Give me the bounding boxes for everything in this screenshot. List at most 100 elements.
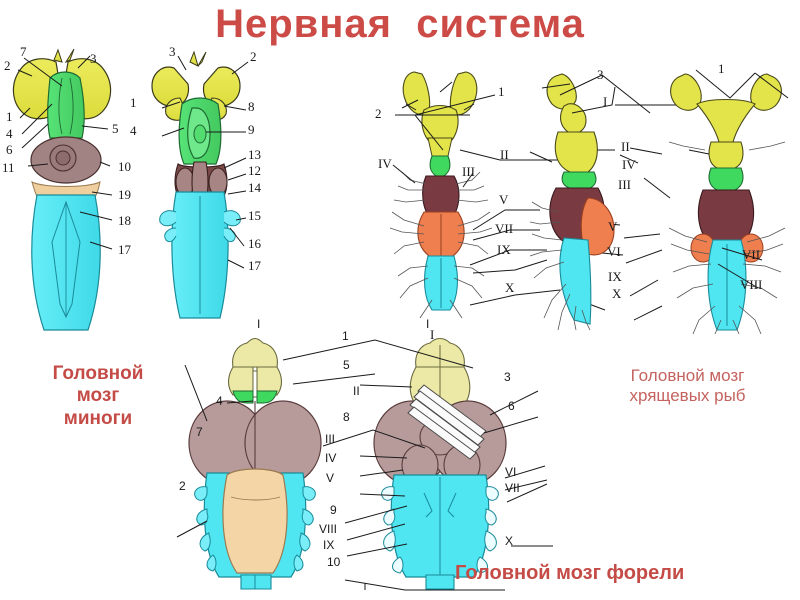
figure-trout-connectors	[226, 339, 553, 591]
label-cartilaginous-2: 2	[375, 106, 382, 121]
label-trout-V: V	[326, 471, 335, 485]
leader-II	[459, 149, 560, 161]
label-cartilaginous3-1: 1	[718, 61, 725, 76]
figure-cartilaginous-1	[389, 71, 493, 319]
label-cartilaginous2-IV: IV	[622, 157, 636, 172]
leader-V	[359, 493, 406, 497]
leader-IX	[346, 543, 408, 557]
label-lamprey-ventral-16: 16	[248, 236, 261, 251]
nerve-roots	[381, 486, 499, 574]
leader-8	[223, 105, 247, 111]
leader-3	[77, 55, 91, 69]
figure-trout-ventral	[359, 337, 539, 590]
nerve-roots	[194, 486, 316, 572]
label-lamprey-dorsal-7: 7	[20, 44, 27, 59]
leader-5	[81, 125, 109, 130]
leader-14	[227, 190, 247, 195]
label-cartilaginous3-VII: VII	[742, 247, 761, 262]
label-cartilaginous3-VIII: VIII	[740, 277, 763, 292]
spinal-cord	[425, 574, 455, 590]
caption-cartilaginous: Головной мозг хрящевых рыб	[629, 366, 746, 406]
olfactory-nerve-left	[189, 50, 199, 67]
label-trout-X: X	[505, 534, 514, 548]
label-cartilaginous3-III: III	[618, 177, 631, 192]
label-lamprey-dorsal-1: 1	[6, 109, 13, 124]
medulla-cyan	[559, 237, 592, 325]
leader-III	[462, 172, 474, 188]
figure-lamprey-ventral	[151, 50, 249, 319]
leader-2	[176, 520, 208, 538]
label-lamprey-ventral-12: 12	[248, 163, 261, 178]
label-lamprey-dorsal-11: 11	[2, 160, 15, 175]
label-lamprey-ventral-17: 17	[248, 258, 261, 273]
olfactory-lobe-right	[202, 66, 241, 107]
caption-trout: Головной мозг форели	[455, 562, 685, 584]
label-cartilaginous-X: X	[505, 280, 515, 295]
olfactory-bulb-left	[670, 73, 702, 111]
label-trout-III: III	[325, 432, 336, 446]
label-cartilaginous2-3: 3	[597, 67, 604, 82]
leader-19	[91, 191, 113, 196]
leader-11	[27, 163, 49, 167]
leader-V	[623, 233, 661, 239]
label-trout-3: 3	[504, 370, 511, 384]
label-lamprey-dorsal-19: 19	[118, 187, 131, 202]
leader-X	[469, 289, 561, 306]
label-lamprey-ventral-3: 3	[169, 44, 176, 59]
leader-II	[629, 147, 663, 155]
label-trout-10: 10	[327, 555, 341, 569]
leader-VII-1	[504, 479, 548, 491]
label-trout-2: 2	[179, 479, 186, 493]
label-trout-I-left: I	[257, 317, 261, 331]
caption-lamprey: Головной мозг миноги	[52, 363, 144, 429]
leader-6	[483, 416, 539, 434]
label-cartilaginous-I: I	[430, 327, 435, 342]
leader-17	[227, 259, 245, 269]
leader-IX	[469, 249, 547, 266]
label-lamprey-ventral-4: 4	[130, 123, 137, 138]
nerve-root-left-2	[164, 227, 177, 243]
leader-9	[344, 505, 408, 524]
leader-18	[79, 211, 113, 221]
label-lamprey-ventral-1: 1	[130, 95, 137, 110]
leader-1	[414, 94, 496, 151]
label-lamprey-dorsal-5: 5	[112, 121, 119, 136]
label-lamprey-dorsal-3: 3	[90, 51, 97, 66]
leader-2	[17, 69, 33, 77]
label-lamprey-ventral-8: 8	[248, 99, 255, 114]
leader-16	[229, 227, 245, 247]
spinal-cord	[240, 574, 272, 590]
label-cartilaginous3-X: X	[612, 286, 622, 301]
label-trout-9: 9	[330, 503, 337, 517]
leader-3	[559, 74, 651, 114]
label-lamprey-ventral-2: 2	[250, 49, 257, 64]
figure-cartilaginous-3-connectors	[623, 69, 789, 321]
leader-3	[489, 390, 539, 416]
label-cartilaginous3-IX: IX	[608, 269, 622, 284]
forebrain-green	[47, 71, 85, 139]
label-trout-I-right: I	[426, 317, 430, 331]
label-trout-II: II	[353, 384, 360, 398]
leader-VII	[721, 247, 763, 261]
label-cartilaginous-IX: IX	[497, 242, 511, 257]
leader-I	[571, 86, 616, 114]
label-lamprey-dorsal-2: 2	[4, 58, 11, 73]
leader-13	[223, 157, 247, 169]
leader-4	[161, 127, 185, 137]
leader-II	[359, 384, 413, 388]
leader-1-bracket2	[754, 72, 789, 99]
figure-cartilaginous-2-connectors	[559, 74, 680, 164]
label-lamprey-dorsal-18: 18	[118, 213, 131, 228]
nerve-root-left-1	[159, 210, 177, 227]
label-trout-IX: IX	[323, 538, 335, 552]
pineal-core	[55, 150, 71, 166]
leader-4	[21, 103, 53, 135]
leader-IV	[392, 164, 416, 184]
olfactory-nerve-right	[197, 51, 207, 67]
leader-7	[184, 364, 208, 422]
leader-12	[227, 173, 247, 181]
figure-cartilaginous-2	[529, 73, 615, 331]
label-cartilaginous-V: V	[499, 192, 509, 207]
nerve-root-right-1	[223, 210, 241, 227]
